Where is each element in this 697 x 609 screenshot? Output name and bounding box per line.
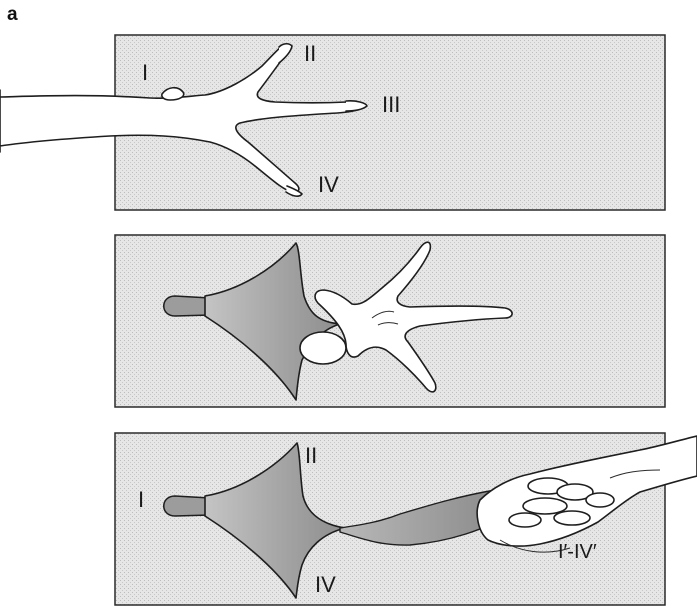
bottom-limb-stump [164, 496, 210, 516]
bottom-digit-label-4: IV [315, 572, 336, 597]
bottom-digit-label-2: II [305, 443, 317, 468]
top-digit-label-4: IV [318, 172, 339, 197]
middle-panel [115, 235, 665, 407]
middle-limb-stump [164, 296, 210, 316]
bottom-digit-label-1: I [138, 487, 144, 512]
bottom-panel: I II IV I′-IV′ [115, 433, 697, 605]
top-digit-label-1: I [142, 60, 148, 85]
middle-bone-oval [300, 332, 346, 364]
bottom-ectopic-digits-label: I′-IV′ [558, 541, 597, 563]
panel-letter: a [7, 4, 18, 25]
top-panel: I II III IV [0, 35, 665, 210]
top-digit-label-3: III [382, 92, 400, 117]
top-digit-label-2: II [304, 41, 316, 66]
